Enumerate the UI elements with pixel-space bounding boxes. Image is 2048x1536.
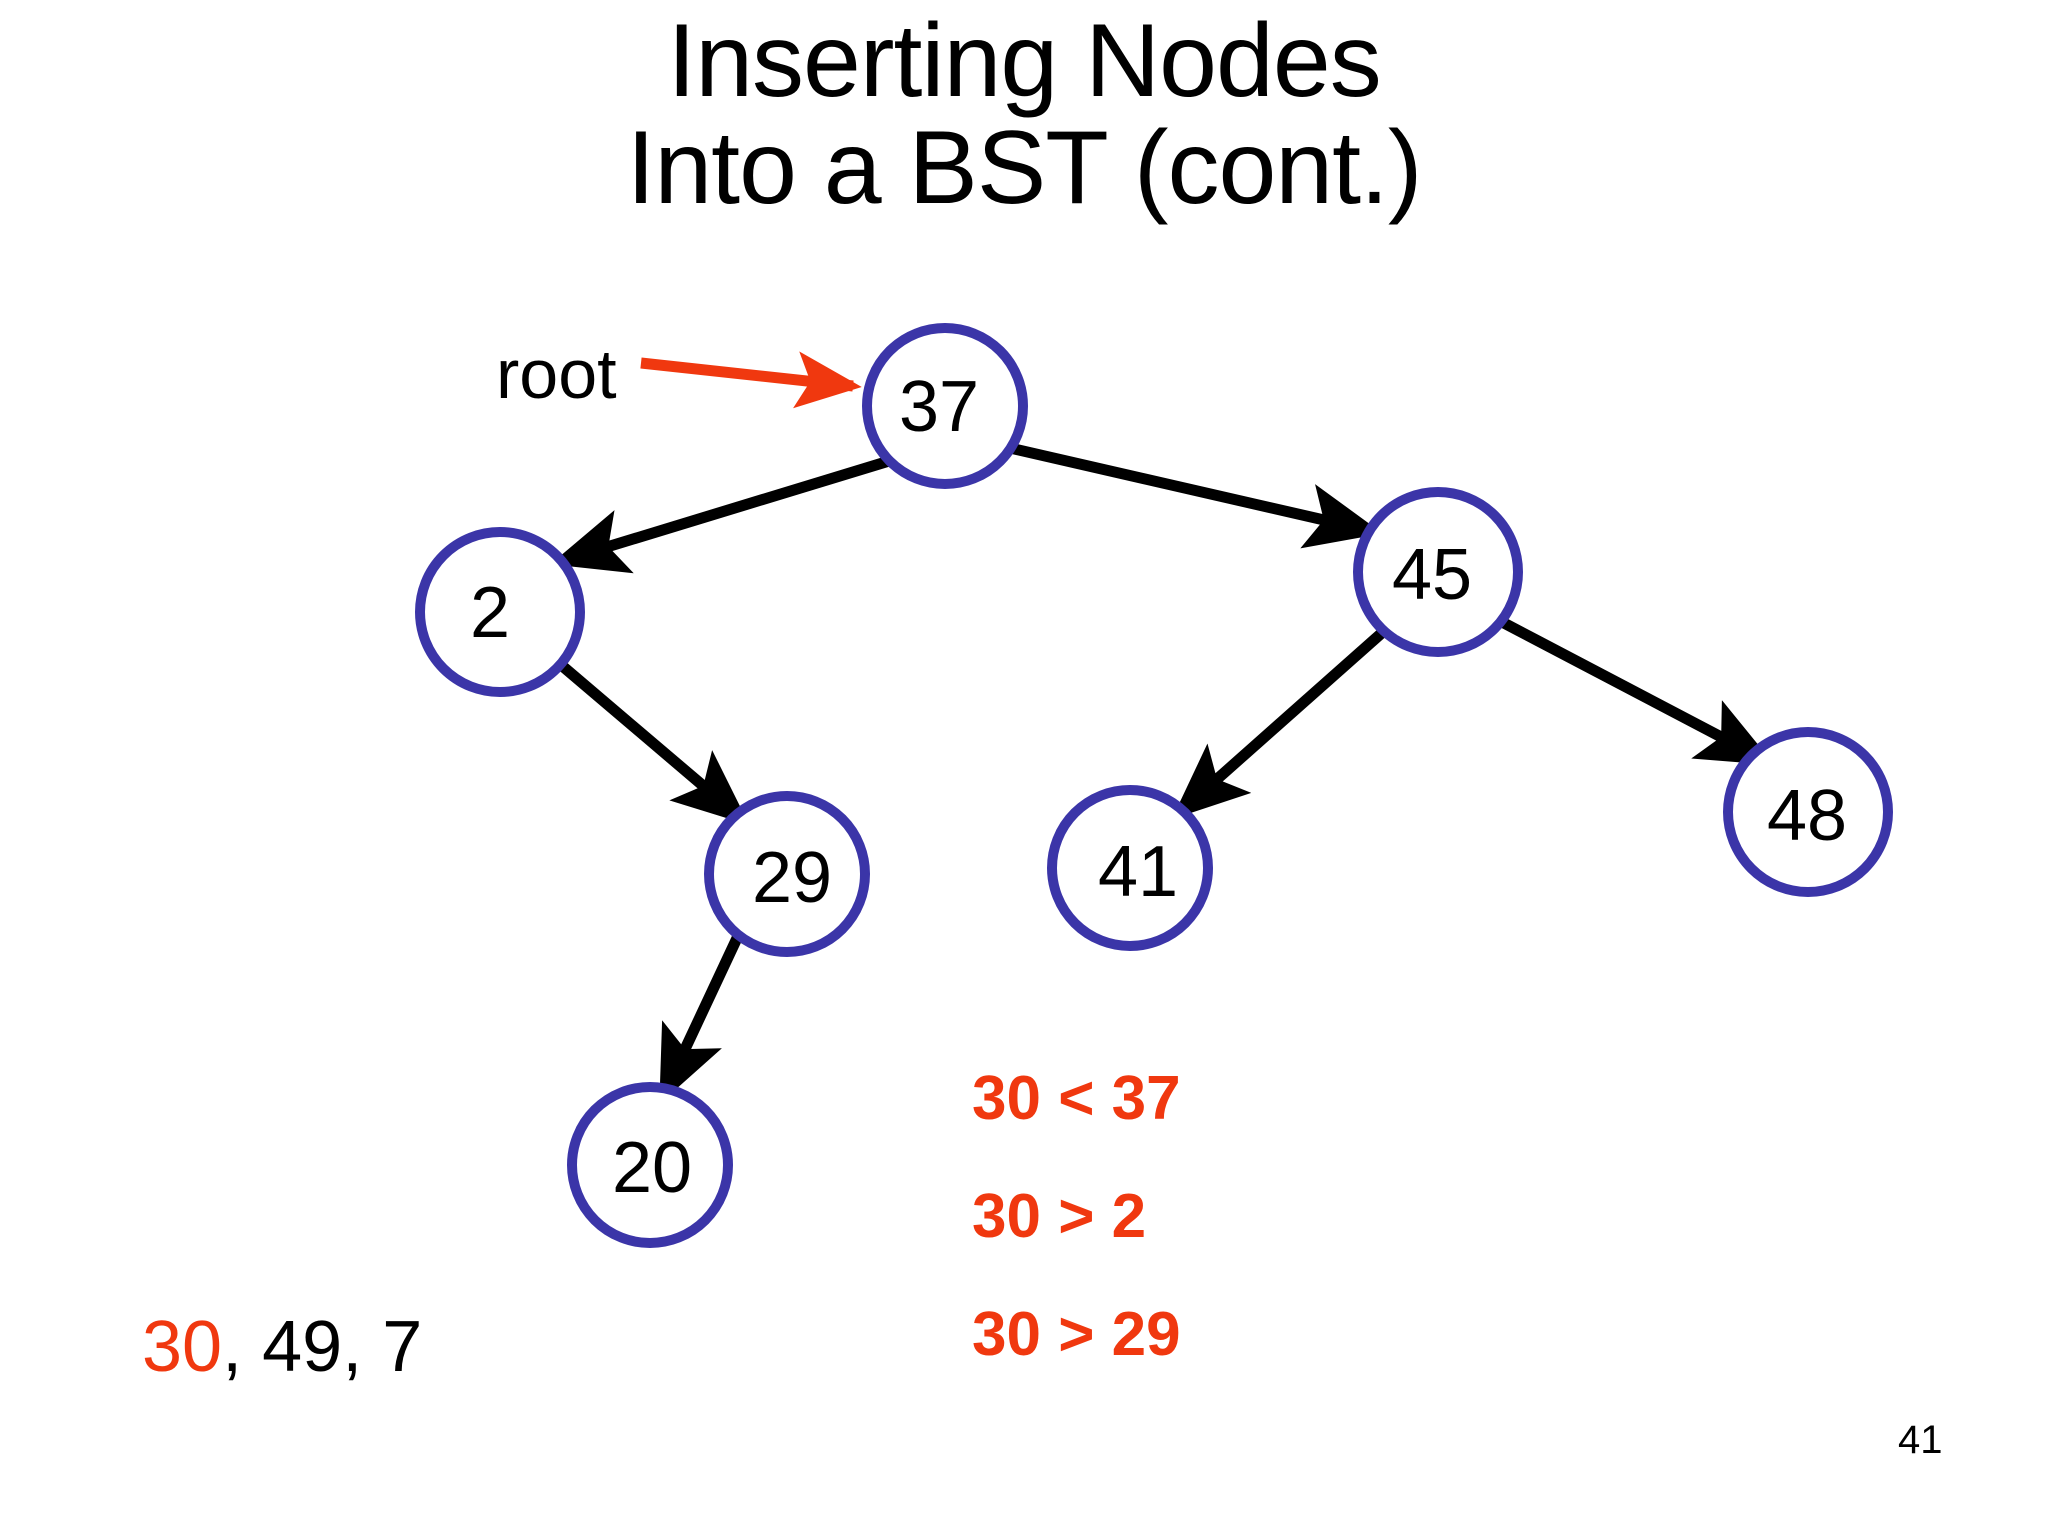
comparison-step-2: 30 > 2: [972, 1182, 1147, 1251]
node-circle-37[interactable]: [862, 323, 1028, 489]
edge-45-to-41: [1171, 626, 1388, 820]
edge-29-to-20: [659, 933, 743, 1104]
node-circle-41[interactable]: [1047, 785, 1213, 951]
edge-37-to-45: [1008, 442, 1383, 549]
page-title: Inserting Nodes Into a BST (cont.): [0, 3, 2048, 227]
node-label-45: 45: [1392, 535, 1473, 615]
insertion-sequence: 30, 49, 7: [142, 1306, 422, 1388]
node-circle-45[interactable]: [1353, 487, 1523, 657]
comparison-list: 30 < 37 30 > 2 30 > 29: [972, 1068, 1181, 1366]
node-label-29: 29: [752, 838, 833, 918]
node-label-48: 48: [1767, 776, 1848, 856]
edge-2-to-29: [556, 659, 750, 826]
node-label-20: 20: [612, 1128, 693, 1208]
comparison-step-1: 30 < 37: [972, 1064, 1181, 1133]
sequence-remaining-values: , 49, 7: [222, 1307, 423, 1387]
node-label-41: 41: [1098, 832, 1179, 912]
sequence-current-value: 30: [142, 1307, 223, 1387]
node-circle-2[interactable]: [415, 527, 585, 697]
page-number: 41: [1898, 1418, 1943, 1462]
node-circle-48[interactable]: [1723, 727, 1893, 897]
node-circle-29[interactable]: [704, 791, 870, 957]
title-line-2: Into a BST (cont.): [626, 110, 1422, 227]
edge-37-to-2: [550, 455, 891, 574]
node-circle-20[interactable]: [567, 1082, 733, 1248]
edge-45-to-48: [1499, 617, 1775, 766]
title-line-1: Inserting Nodes: [667, 3, 1381, 119]
root-label: root: [496, 335, 617, 413]
comparison-step-3: 30 > 29: [972, 1300, 1181, 1369]
node-label-2: 2: [470, 573, 511, 653]
root-pointer-arrow: [640, 351, 862, 409]
node-label-37: 37: [899, 367, 980, 447]
